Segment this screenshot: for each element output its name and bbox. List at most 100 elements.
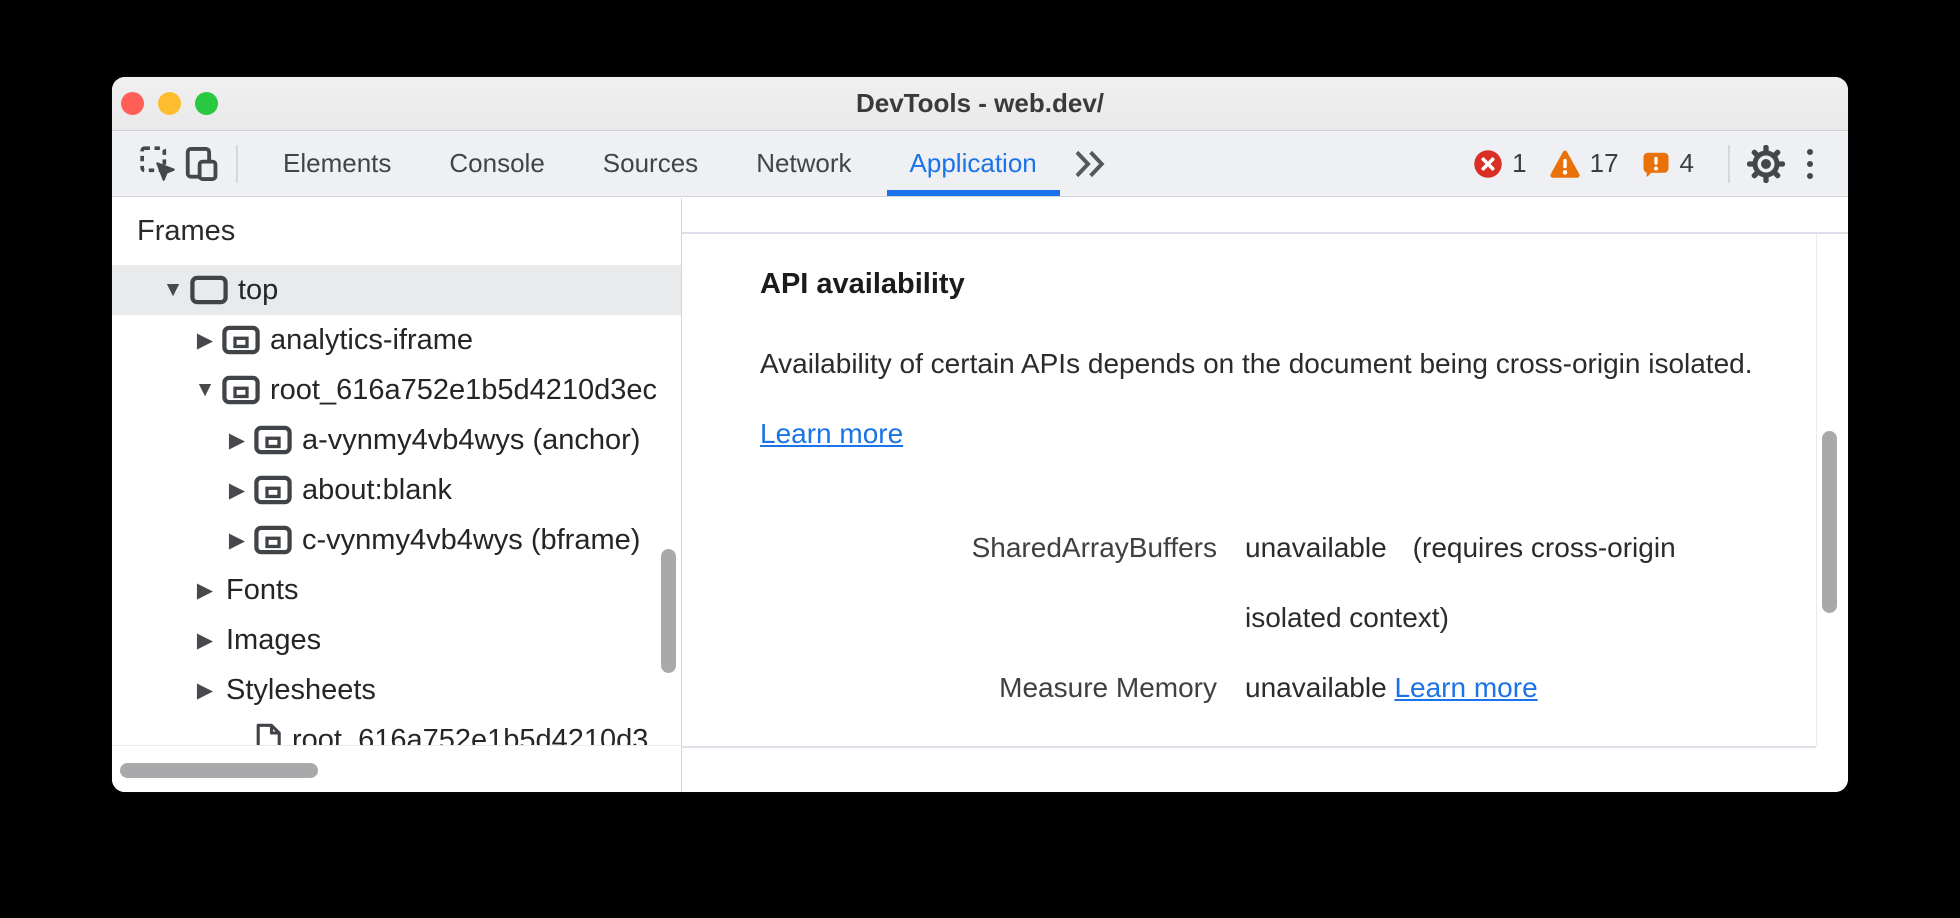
devtools-window: DevTools - web.dev/ xyxy=(112,77,1848,792)
tree-item-label: root_616a752e1b5d4210d3 xyxy=(292,723,649,746)
api-status-note: (requires cross-origin isolated context) xyxy=(1245,532,1676,633)
tab-elements[interactable]: Elements xyxy=(283,148,392,178)
tree-item-label: about:blank xyxy=(302,473,452,506)
application-sidebar: Frames ▼ top ▶ analytics-iframe ▼ root_616a75… xyxy=(112,198,682,792)
tree-item-label: c-vynmy4vb4wys (bframe) xyxy=(302,523,641,556)
inspect-cursor-icon xyxy=(139,145,177,183)
tree-item-label: Stylesheets xyxy=(226,673,376,706)
main-scrollbar-thumb[interactable] xyxy=(1822,431,1837,613)
tab-application[interactable]: Application xyxy=(881,131,1066,196)
tab-console[interactable]: Console xyxy=(449,148,545,178)
tree-item-label: top xyxy=(238,273,279,306)
frame-tree-item[interactable]: root_616a752e1b5d4210d3 xyxy=(112,715,681,745)
section-bottom-divider xyxy=(682,746,1816,748)
section-heading: API availability xyxy=(760,268,965,300)
horizontal-scrollbar-thumb[interactable] xyxy=(120,763,318,778)
tree-item-label: a-vynmy4vb4wys (anchor) xyxy=(302,423,641,456)
document-icon xyxy=(254,723,282,745)
learn-more-link[interactable]: Learn more xyxy=(760,418,904,449)
frame-tree-item[interactable]: ▶ Images xyxy=(112,615,681,665)
chevron-down-icon[interactable]: ▼ xyxy=(162,278,184,301)
traffic-lights xyxy=(121,77,218,130)
panel-tabs: Elements Console Sources Network Application xyxy=(254,131,1066,196)
tree-item-label: Fonts xyxy=(226,573,299,606)
kebab-menu-icon xyxy=(1807,148,1813,179)
inspect-element-button[interactable] xyxy=(136,140,180,188)
sidebar-scrollbar-thumb[interactable] xyxy=(661,549,676,673)
tab-network[interactable]: Network xyxy=(756,148,852,178)
iframe-icon xyxy=(254,475,292,505)
chevron-right-icon[interactable]: ▶ xyxy=(196,678,214,702)
frame-tree-item[interactable]: ▶ Fonts xyxy=(112,565,681,615)
frame-icon xyxy=(190,275,228,305)
chevron-right-icon[interactable]: ▶ xyxy=(228,428,246,452)
chevron-right-icon[interactable]: ▶ xyxy=(196,628,214,652)
error-count: 1 xyxy=(1512,148,1527,178)
horizontal-scrollbar xyxy=(112,745,681,792)
frame-tree-item[interactable]: ▶ analytics-iframe xyxy=(112,315,681,365)
api-status-cell: unavailable(requires cross-origin isolat… xyxy=(1245,513,1723,653)
frame-tree-item[interactable]: ▼ top xyxy=(112,265,681,315)
frames-section-title: Frames xyxy=(137,215,236,247)
toolbar-divider xyxy=(1728,144,1730,183)
devtools-content: Frames ▼ top ▶ analytics-iframe ▼ root_616a75… xyxy=(112,198,1848,792)
close-window-button[interactable] xyxy=(121,92,144,115)
api-name: SharedArrayBuffers xyxy=(971,532,1217,563)
toolbar-status-group: 1 17 xyxy=(1473,140,1832,188)
console-warnings-badge[interactable]: 17 xyxy=(1549,148,1619,179)
frame-tree-item[interactable]: ▶ c-vynmy4vb4wys (bframe) xyxy=(112,515,681,565)
warning-count: 17 xyxy=(1589,148,1619,178)
api-availability-row: Measure Memory unavailable Learn more xyxy=(760,653,1848,723)
chevron-right-icon[interactable]: ▶ xyxy=(228,478,246,502)
section-description: Availability of certain APIs depends on … xyxy=(760,329,1765,469)
toggle-device-toolbar-button[interactable] xyxy=(180,140,224,188)
iframe-icon xyxy=(222,375,260,405)
tree-item-label: analytics-iframe xyxy=(270,323,474,356)
frame-tree-item[interactable]: ▶ Stylesheets xyxy=(112,665,681,715)
gear-icon xyxy=(1746,144,1786,184)
tree-item-label: Images xyxy=(226,623,322,656)
learn-more-link[interactable]: Learn more xyxy=(1394,672,1538,703)
chevron-right-icon[interactable]: ▶ xyxy=(196,328,214,352)
issues-count: 4 xyxy=(1679,148,1694,178)
more-tabs-button[interactable] xyxy=(1068,140,1112,188)
settings-button[interactable] xyxy=(1744,140,1788,188)
tab-sources[interactable]: Sources xyxy=(602,148,699,178)
warning-icon xyxy=(1549,149,1581,179)
api-status: unavailable xyxy=(1245,672,1387,703)
window-titlebar[interactable]: DevTools - web.dev/ xyxy=(112,77,1848,131)
devtools-toolbar: Elements Console Sources Network Application xyxy=(112,131,1848,197)
panel-right-border xyxy=(1816,234,1817,746)
error-icon xyxy=(1473,149,1503,179)
iframe-icon xyxy=(222,325,260,355)
window-title: DevTools - web.dev/ xyxy=(855,88,1104,118)
chevron-right-icon[interactable]: ▶ xyxy=(228,528,246,552)
frame-tree-item[interactable]: ▶ a-vynmy4vb4wys (anchor) xyxy=(112,415,681,465)
iframe-icon xyxy=(254,525,292,555)
customize-devtools-button[interactable] xyxy=(1788,140,1832,188)
description-text: Availability of certain APIs depends on … xyxy=(760,348,1753,379)
api-availability-row: SharedArrayBuffers unavailable(requires c… xyxy=(760,513,1848,653)
frames-tree: ▼ top ▶ analytics-iframe ▼ root_616a752e1b5d4… xyxy=(112,265,681,745)
minimize-window-button[interactable] xyxy=(158,92,181,115)
chevron-right-icon[interactable]: ▶ xyxy=(196,578,214,602)
issues-badge[interactable]: 4 xyxy=(1641,148,1694,179)
chevron-down-icon[interactable]: ▼ xyxy=(194,378,216,401)
console-errors-badge[interactable]: 1 xyxy=(1473,148,1527,179)
tree-item-label: root_616a752e1b5d4210d3ec xyxy=(270,373,658,406)
api-status: unavailable xyxy=(1245,532,1387,563)
api-availability-section: API availability Availability of certain… xyxy=(682,234,1848,723)
toolbar-divider xyxy=(236,144,238,183)
api-name: Measure Memory xyxy=(999,672,1217,703)
frame-tree-item[interactable]: ▶ about:blank xyxy=(112,465,681,515)
frame-details-panel: API availability Availability of certain… xyxy=(682,198,1848,792)
zoom-window-button[interactable] xyxy=(195,92,218,115)
iframe-icon xyxy=(254,425,292,455)
previous-section-divider xyxy=(682,198,1848,234)
issues-icon xyxy=(1641,150,1671,178)
frame-tree-item[interactable]: ▼ root_616a752e1b5d4210d3ec xyxy=(112,365,681,415)
double-chevron-right-icon xyxy=(1073,149,1107,179)
api-status-cell: unavailable Learn more xyxy=(1245,653,1723,723)
